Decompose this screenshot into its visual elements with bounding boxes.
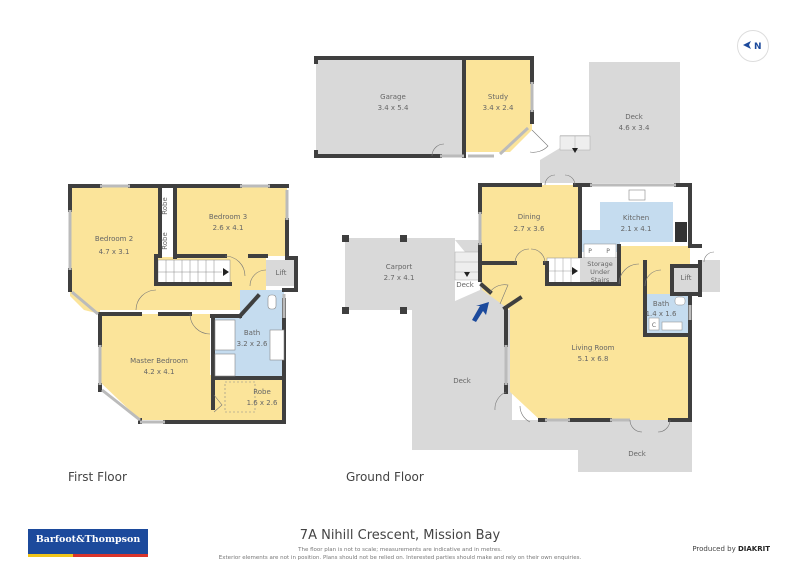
svg-text:Storage: Storage [587, 260, 612, 268]
svg-text:4.7 x 3.1: 4.7 x 3.1 [99, 248, 130, 256]
svg-text:2.6 x 4.1: 2.6 x 4.1 [213, 224, 244, 232]
svg-text:Carport: Carport [386, 263, 413, 271]
svg-text:Deck: Deck [453, 377, 472, 385]
svg-text:Dining: Dining [518, 213, 541, 221]
property-address: 7A Nihill Crescent, Mission Bay [299, 528, 501, 543]
producer-credit: Produced by DIAKRIT [692, 545, 770, 553]
svg-text:Stairs: Stairs [591, 276, 610, 284]
room-dining [480, 185, 580, 265]
room-bedroom-2 [70, 186, 160, 314]
kitchen-sink [628, 189, 646, 201]
producer-name: DIAKRIT [737, 545, 770, 553]
svg-text:3.4 x 5.4: 3.4 x 5.4 [378, 104, 409, 112]
first-floor-plan: Bedroom 2 4.7 x 3.1 Bedroom 3 2.6 x 4.1 … [68, 184, 298, 424]
north-compass: N [737, 30, 769, 62]
walls-ground-floor [314, 56, 702, 422]
svg-text:2.7 x 3.6: 2.7 x 3.6 [514, 225, 545, 233]
bathtub-first [214, 319, 236, 351]
windows-ground [440, 82, 692, 422]
lift-ground [672, 266, 698, 294]
disclaimer-line-2: Exterior elements are not in position. P… [218, 555, 582, 561]
room-kitchen [580, 202, 673, 252]
svg-text:P: P [588, 248, 592, 255]
vanity-first [269, 329, 285, 361]
room-deck-top [540, 62, 680, 183]
svg-text:5.1 x 6.8: 5.1 x 6.8 [578, 355, 609, 363]
svg-text:Lift: Lift [276, 269, 287, 277]
svg-text:1.4 x 1.6: 1.4 x 1.6 [646, 310, 677, 318]
svg-text:Master Bedroom: Master Bedroom [130, 357, 188, 365]
shower-first [214, 353, 236, 377]
svg-text:N: N [754, 42, 762, 52]
lift-first [266, 260, 294, 286]
room-robe-first [214, 378, 284, 420]
ground-floor-label: Ground Floor [346, 470, 424, 484]
svg-text:4.2 x 4.1: 4.2 x 4.1 [144, 368, 175, 376]
robe-2 [162, 225, 174, 257]
svg-text:Deck: Deck [625, 113, 644, 121]
vanity-ground [661, 321, 683, 331]
disclaimer-line-1: The floor plan is not to scale; measurem… [298, 547, 502, 553]
svg-text:Living Room: Living Room [572, 344, 615, 352]
svg-text:2.7 x 4.1: 2.7 x 4.1 [384, 274, 415, 282]
stairs-arrow-icon [223, 268, 229, 276]
svg-text:P: P [606, 248, 610, 255]
room-study [466, 60, 532, 152]
stairs-arrow-icon [572, 267, 578, 275]
svg-text:Robe: Robe [253, 388, 271, 396]
svg-text:Robe: Robe [161, 197, 169, 215]
room-name: Bedroom 2 [95, 235, 133, 243]
svg-text:Lift: Lift [681, 274, 692, 282]
svg-text:Robe: Robe [161, 232, 169, 250]
svg-text:C: C [652, 322, 656, 329]
room-garage [316, 58, 464, 155]
svg-text:Kitchen: Kitchen [623, 214, 649, 222]
room-living [482, 262, 690, 420]
brand-logo: Barfoot&Thompson [28, 529, 148, 557]
svg-text:Deck: Deck [628, 450, 647, 458]
ground-floor-plan: Garage 3.4 x 5.4 Study 3.4 x 2.4 Deck 4.… [314, 56, 720, 472]
ground-floor-labels: Garage 3.4 x 5.4 Study 3.4 x 2.4 Deck 4.… [378, 93, 692, 458]
svg-text:2.1 x 4.1: 2.1 x 4.1 [621, 225, 652, 233]
room-carport [345, 238, 455, 310]
svg-text:Garage: Garage [380, 93, 406, 101]
svg-text:3.4 x 2.4: 3.4 x 2.4 [483, 104, 514, 112]
svg-text:Deck: Deck [456, 281, 475, 289]
doors-first [135, 255, 267, 413]
compass-arrow-icon: N [743, 41, 762, 52]
room-bedroom-3 [176, 186, 287, 256]
brand-name: Barfoot&Thompson [35, 534, 141, 545]
svg-text:4.6 x 3.4: 4.6 x 3.4 [619, 124, 650, 132]
stairs-first [157, 259, 231, 285]
steps-down-arrow-icon [464, 272, 470, 277]
first-floor-labels: Bedroom 2 4.7 x 3.1 Bedroom 3 2.6 x 4.1 … [95, 197, 287, 407]
room-master-bedroom [100, 314, 214, 420]
svg-text:Study: Study [488, 93, 508, 101]
steps-down-arrow-icon [572, 148, 578, 153]
svg-text:Bath: Bath [653, 300, 669, 308]
attic-hatch [224, 381, 256, 413]
walls-first-floor [68, 184, 298, 424]
robe-1 [162, 190, 174, 222]
svg-text:3.2 x 2.6: 3.2 x 2.6 [237, 340, 268, 348]
toilet-first [267, 294, 277, 310]
svg-text:1.6 x 2.6: 1.6 x 2.6 [247, 399, 278, 407]
first-floor-label: First Floor [68, 470, 127, 484]
entry-arrow-icon [472, 302, 489, 322]
cooktop [675, 222, 687, 242]
cupboard [648, 317, 660, 331]
storage-under-stairs [580, 258, 618, 284]
svg-text:Bath: Bath [244, 329, 260, 337]
windows-first [68, 184, 289, 424]
toilet-ground [674, 296, 686, 306]
carport-posts [342, 235, 407, 314]
doors-ground [431, 129, 715, 433]
svg-text:Under: Under [590, 268, 610, 276]
svg-text:Bedroom 3: Bedroom 3 [209, 213, 247, 221]
